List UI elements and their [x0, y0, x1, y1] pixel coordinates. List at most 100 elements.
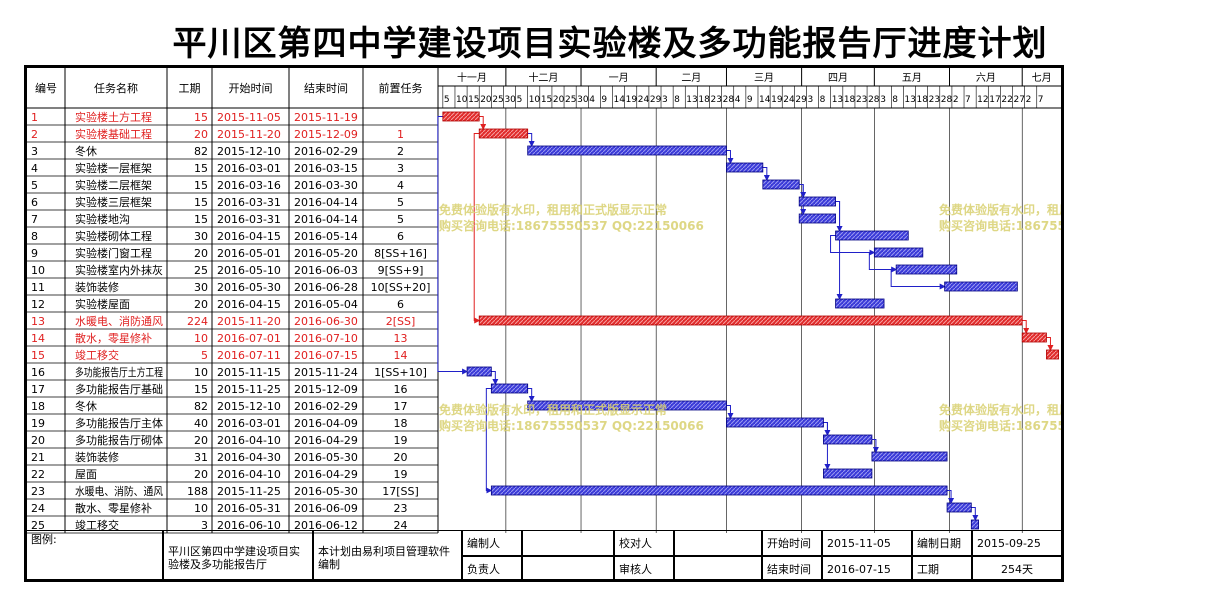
day-tick-label: 7	[1038, 95, 1044, 105]
gantt-bar-task-3	[527, 145, 727, 156]
project-cell: 平川区第四中学建设项目实验楼及多功能报告厅	[163, 530, 313, 582]
owner-value-cell	[522, 556, 614, 582]
task-id: 12	[31, 298, 45, 311]
task-pred: 1	[397, 128, 404, 141]
month-label: 六月	[976, 72, 996, 84]
dependency-link	[835, 201, 843, 300]
dependency-link	[437, 116, 469, 375]
task-start: 2015-11-20	[217, 128, 281, 141]
task-start: 2016-05-31	[217, 502, 281, 515]
task-duration: 82	[194, 400, 208, 413]
gantt-bar-task-19	[726, 417, 824, 428]
month-label: 三月	[754, 72, 774, 84]
task-end: 2016-06-09	[294, 502, 358, 515]
task-id: 9	[31, 247, 38, 260]
watermark-line1: 免费体验版有水印，租用和正式版显示正常	[439, 402, 667, 417]
task-name: 屋面	[75, 468, 97, 481]
task-pred: 24	[394, 519, 408, 532]
task-pred: 19	[394, 468, 408, 481]
day-tick-label: 4	[735, 95, 741, 105]
task-name: 水暖电、消防、通风	[75, 484, 163, 498]
column-header: 任务名称	[94, 81, 138, 95]
gantt-bar-task-18	[527, 400, 727, 411]
task-id: 8	[31, 230, 38, 243]
gantt-bar-task-16	[466, 366, 492, 377]
dependency-link	[835, 201, 843, 232]
owner-label-cell: 负责人	[462, 556, 522, 582]
task-end: 2016-05-20	[294, 247, 358, 260]
day-tick-label: 5	[517, 95, 523, 105]
day-tick-label: 20	[480, 95, 492, 105]
gantt-bar-task-10	[895, 264, 958, 275]
task-id: 22	[31, 468, 45, 481]
task-id: 11	[31, 281, 45, 294]
task-duration: 20	[194, 247, 208, 260]
task-name: 实验楼二层框架	[75, 178, 152, 192]
task-start: 2015-12-10	[217, 145, 281, 158]
dependency-link	[823, 422, 831, 436]
task-start: 2016-05-10	[217, 264, 281, 277]
task-duration: 30	[194, 281, 208, 294]
day-tick-label: 20	[553, 95, 565, 105]
month-label: 四月	[828, 72, 848, 84]
task-end: 2016-04-14	[294, 213, 358, 226]
task-name: 冬休	[75, 144, 97, 158]
gantt-bar-task-15	[1046, 349, 1059, 360]
dependency-link	[479, 116, 487, 130]
dependency-link	[1046, 337, 1054, 351]
reviewer-label-cell: 审核人	[614, 556, 674, 582]
task-duration: 82	[194, 145, 208, 158]
task-duration: 25	[194, 264, 208, 277]
editor-label: 编制人	[467, 537, 500, 550]
task-pred: 23	[394, 502, 408, 515]
end-label-cell: 结束时间	[762, 556, 822, 582]
task-start: 2016-03-16	[217, 179, 281, 192]
day-tick-label: 22	[1001, 95, 1012, 105]
dependency-link	[947, 490, 955, 504]
task-start: 2016-06-10	[217, 519, 281, 532]
task-id: 15	[31, 349, 45, 362]
start-value: 2015-11-05	[827, 537, 891, 550]
task-name: 多功能报告厅土方工程	[75, 365, 163, 379]
end-label: 结束时间	[767, 563, 811, 576]
watermark-line1: 免费体验版有水印，租用和正式版显示正常	[939, 402, 1061, 417]
day-tick-label: 4	[589, 95, 595, 105]
gantt-bar-task-1	[442, 111, 480, 122]
task-name: 实验楼地沟	[75, 212, 130, 226]
task-pred: 5	[397, 213, 404, 226]
task-duration: 224	[187, 315, 208, 328]
task-duration: 30	[194, 230, 208, 243]
task-start: 2016-07-11	[217, 349, 281, 362]
date-label-cell: 编制日期	[912, 530, 972, 556]
task-pred: 8[SS+16]	[374, 247, 427, 260]
day-tick-label: 23	[711, 95, 722, 105]
footer: 图例: 平川区第四中学建设项目实验楼及多功能报告厅 本计划由易利项目管理软件编制…	[24, 530, 1064, 582]
task-duration: 15	[194, 111, 208, 124]
task-pred: 19	[394, 434, 408, 447]
watermark-line2: 购买咨询电话:18675550537 QQ:22150066	[939, 418, 1061, 433]
dependency-link	[890, 269, 946, 290]
reviewer-label: 审核人	[619, 563, 652, 576]
watermark-line1: 免费体验版有水印，租用和正式版显示正常	[939, 202, 1061, 217]
task-name: 实验楼室内外抹灰	[75, 263, 163, 277]
task-name: 实验楼屋面	[75, 297, 130, 311]
reviewer-value-cell	[674, 556, 762, 582]
checker-label-cell: 校对人	[614, 530, 674, 556]
month-label: 十二月	[528, 71, 558, 84]
day-tick-label: 24	[638, 95, 650, 105]
task-name: 散水，零星修补	[75, 331, 152, 345]
dependency-link	[726, 405, 734, 419]
task-pred: 16	[394, 383, 408, 396]
task-duration: 20	[194, 468, 208, 481]
task-start: 2016-04-15	[217, 298, 281, 311]
task-end: 2016-06-12	[294, 519, 358, 532]
gantt-bar-task-21	[871, 451, 948, 462]
task-start: 2015-11-25	[217, 383, 281, 396]
day-tick-label: 29	[650, 95, 662, 105]
task-pred: 5	[397, 196, 404, 209]
task-end: 2016-06-28	[294, 281, 358, 294]
task-pred: 17	[394, 400, 408, 413]
task-pred: 9[SS+9]	[378, 264, 424, 277]
task-pred: 3	[397, 162, 404, 175]
task-start: 2016-05-01	[217, 247, 281, 260]
